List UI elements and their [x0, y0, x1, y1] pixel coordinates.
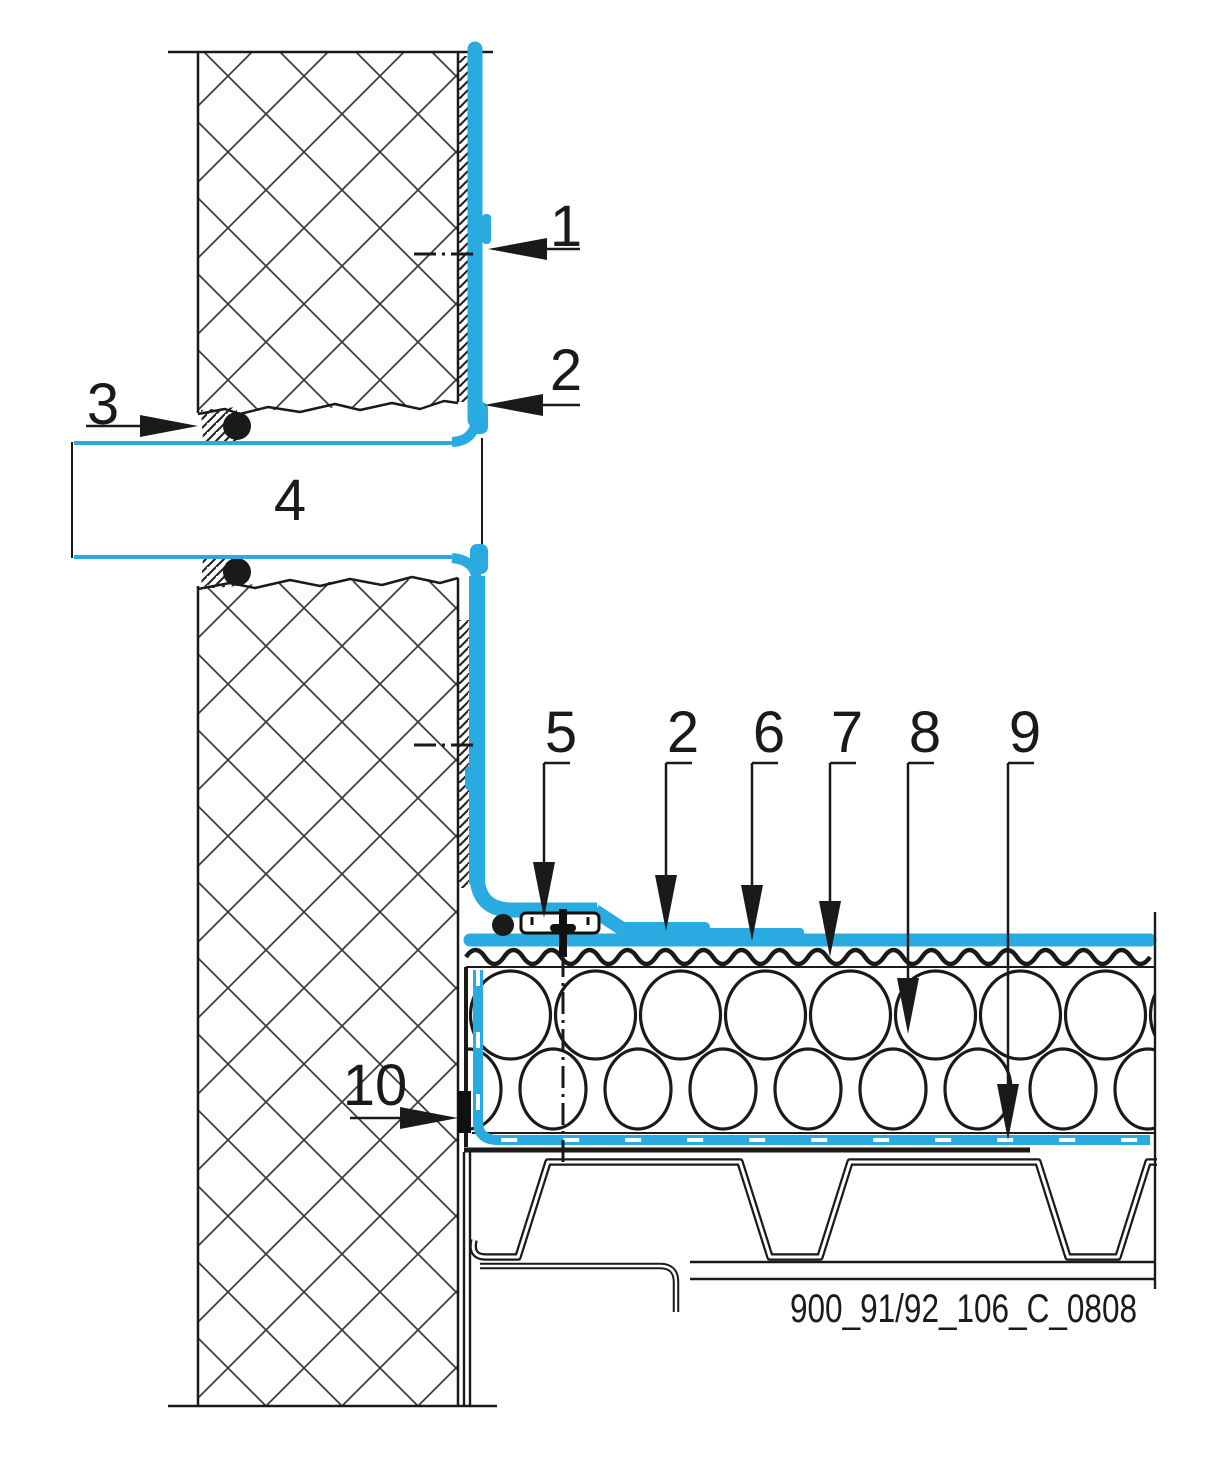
callout-4-label: 4	[274, 468, 306, 533]
callout-9: 9	[997, 700, 1041, 1140]
callout-5-leader	[542, 761, 570, 870]
membrane-drip-edge-upper	[470, 402, 488, 434]
callout-8-leader	[906, 761, 934, 986]
callout-1-arrowhead	[488, 238, 547, 260]
callout-2-upper-arrowhead	[484, 394, 543, 416]
callout-6-label: 6	[753, 700, 785, 765]
soffit-trim-inner-white	[480, 1264, 678, 1312]
movement-joint	[71, 407, 483, 589]
lower-wall-broken-top-edge	[197, 575, 459, 591]
callout-7-leader	[828, 761, 856, 909]
callout-8-label: 8	[909, 700, 941, 765]
insulation-mineral-wool-hatch	[468, 969, 1155, 1131]
callout-8: 8	[897, 700, 941, 1034]
callout-2-roof-arrowhead	[655, 875, 677, 931]
sealant-backer-rod-upper	[223, 412, 251, 440]
callout-2-roof: 2	[655, 700, 699, 931]
callout-9-arrowhead	[997, 1084, 1019, 1140]
callout-6-arrowhead	[741, 885, 763, 941]
membrane-lap-weld-1	[618, 922, 710, 942]
membrane-roof-corner-flashing	[469, 873, 597, 918]
callout-3-label: 3	[87, 372, 119, 437]
callout-2-roof-leader	[664, 761, 692, 883]
fastener-screw	[559, 909, 567, 957]
callout-9-label: 9	[1009, 700, 1041, 765]
roof-buildup	[464, 947, 1155, 1153]
upper-wall-adhesive-hatch-strip	[459, 56, 470, 402]
callout-2-roof-label: 2	[667, 700, 699, 765]
soffit-trim-outline	[480, 1262, 680, 1312]
membrane-step-lower-wall	[465, 766, 475, 790]
upper-wall-concrete-hatch	[198, 52, 458, 413]
deck-profile-inner-white	[471, 1160, 1157, 1259]
callout-10-label: 10	[343, 1053, 408, 1118]
callout-5-label: 5	[545, 700, 577, 765]
waterproofing-membrane-strokes	[74, 41, 1157, 1145]
callout-6-leader	[750, 761, 778, 893]
vapour-barrier-line	[473, 970, 1150, 1145]
lower-wall-adhesive-hatch-strip	[459, 620, 470, 888]
separation-fleece-wavy-line	[464, 947, 1152, 967]
callout-2-upper-label: 2	[550, 338, 582, 403]
callout-9-leader	[1006, 761, 1034, 1092]
drawing-number: 900_91/92_106_C_0808	[790, 1287, 1137, 1331]
callout-5: 5	[533, 700, 577, 918]
steel-deck	[462, 912, 1157, 1406]
callout-8-arrowhead	[897, 978, 919, 1034]
callout-3-arrowhead	[140, 415, 198, 437]
lower-wall-concrete-hatch	[198, 578, 458, 1406]
upper-wall	[168, 50, 493, 416]
sealant-backer-rod-roof-corner	[492, 914, 514, 936]
callout-10-arrowhead	[400, 1107, 458, 1129]
membrane-drip-edge-lower	[470, 544, 488, 574]
callout-7-arrowhead	[819, 901, 841, 957]
callout-1-label: 1	[550, 194, 582, 259]
callouts: 1 2 3 4 10 5 2 6	[86, 194, 1041, 1140]
membrane-profile-bump	[482, 214, 491, 244]
fixings	[414, 252, 601, 1168]
sealant-backer-rod-lower	[223, 558, 251, 586]
callout-5-arrowhead	[533, 862, 555, 918]
termination-bar	[458, 1091, 471, 1133]
callout-7-label: 7	[831, 700, 863, 765]
callout-7: 7	[819, 700, 863, 957]
lower-wall	[168, 575, 497, 1408]
callout-6: 6	[741, 700, 785, 941]
